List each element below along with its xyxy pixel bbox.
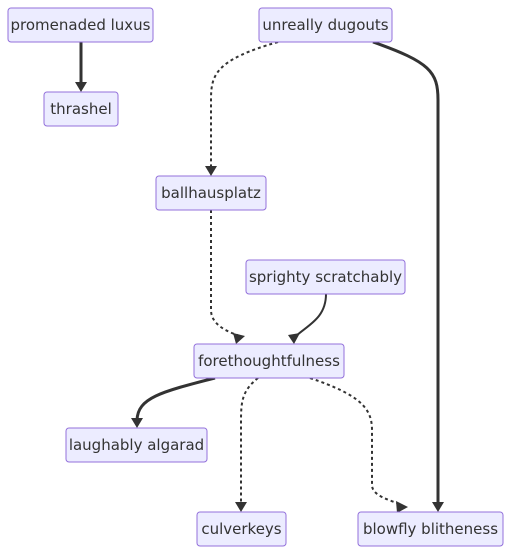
node-label: ballhausplatz [161,184,261,202]
edge-ballhausplatz-to-forethought [210,210,241,337]
edge-forethought-to-laughably [135,376,216,421]
node-laughably-algarad[interactable]: laughably algarad [65,427,208,463]
arrowhead-icon [432,502,444,512]
node-label: unreally dugouts [262,16,388,34]
node-label: promenaded luxus [11,16,151,34]
arrowhead-icon [233,333,245,344]
edge-unreally-to-ballhausplatz [210,41,279,168]
edge-forethought-to-culverkeys [240,377,259,504]
node-label: sprighty scratchably [249,268,402,286]
node-culverkeys[interactable]: culverkeys [196,511,287,547]
node-label: forethoughtfulness [198,352,340,370]
edge-sprighty-to-forethought [295,293,327,337]
node-unreally-dugouts[interactable]: unreally dugouts [258,7,393,43]
nodes-layer: promenaded luxus unreally dugouts thrash… [7,7,504,547]
node-forethoughtfulness[interactable]: forethoughtfulness [193,343,345,379]
node-thrashel[interactable]: thrashel [43,91,119,127]
edges-layer [75,40,444,513]
arrowhead-icon [131,418,143,428]
arrowhead-icon [235,502,247,512]
arrowhead-icon [205,166,217,176]
node-label: thrashel [50,100,111,118]
edge-forethought-to-blowfly [309,377,403,506]
node-label: culverkeys [201,520,281,538]
arrowhead-icon [75,82,87,92]
node-sprighty-scratchably[interactable]: sprighty scratchably [245,259,406,295]
node-ballhausplatz[interactable]: ballhausplatz [155,175,267,211]
edge-unreally-to-blowfly [372,40,440,504]
node-blowfly-blitheness[interactable]: blowfly blitheness [357,511,504,547]
node-promenaded-luxus[interactable]: promenaded luxus [7,7,154,43]
arrowhead-icon [396,501,408,513]
node-label: laughably algarad [69,436,204,454]
arrowhead-icon [288,333,300,344]
node-label: blowfly blitheness [363,520,498,538]
